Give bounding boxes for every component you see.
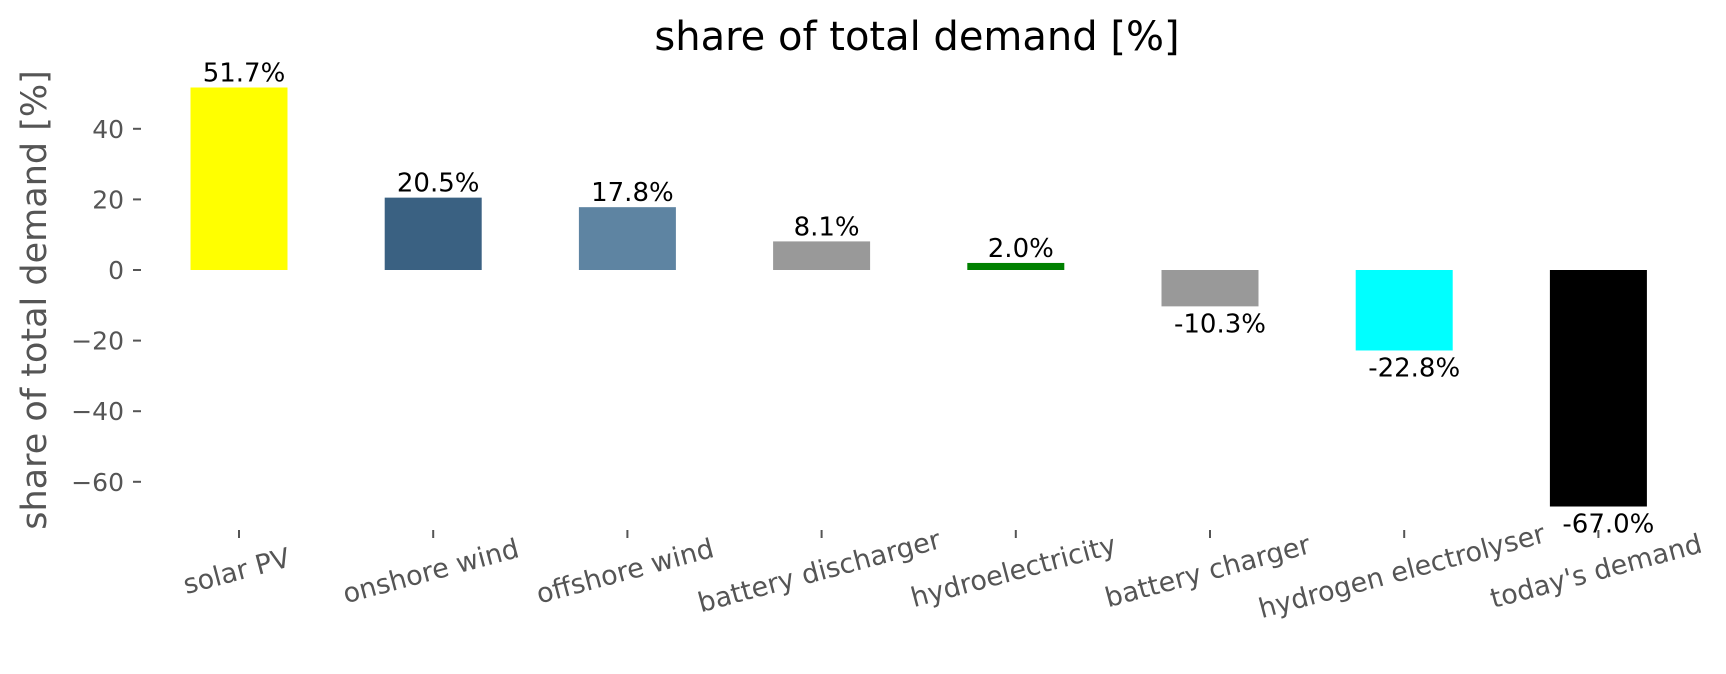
data-label: 51.7% xyxy=(203,58,286,88)
x-tick-label: onshore wind xyxy=(340,533,523,610)
y-tick-label: −20 xyxy=(71,327,124,356)
bars: 51.7% 20.5% 17.8% 8.1% 2.0% -10.3% -22.8% -67.0… xyxy=(190,58,1654,540)
bar xyxy=(578,207,676,270)
y-tick-label: 20 xyxy=(92,185,124,214)
x-tick-label: battery discharger xyxy=(695,524,945,619)
x-tick-label: solar PV xyxy=(180,543,294,601)
data-label: 17.8% xyxy=(591,178,674,208)
data-label: -67.0% xyxy=(1562,510,1654,540)
y-axis-label: share of total demand [%] xyxy=(15,70,55,530)
y-tick-label: −60 xyxy=(71,468,124,497)
bar xyxy=(1161,270,1259,307)
data-label: 2.0% xyxy=(988,234,1054,264)
data-label: -10.3% xyxy=(1174,309,1266,339)
bar xyxy=(1549,270,1647,507)
bar xyxy=(384,197,482,270)
bar xyxy=(967,262,1065,270)
chart-title: share of total demand [%] xyxy=(654,14,1179,60)
x-tick-label: offshore wind xyxy=(533,533,717,610)
y-tick-label: −40 xyxy=(71,397,124,426)
bar xyxy=(190,87,288,271)
data-label: -22.8% xyxy=(1368,353,1460,383)
data-label: 20.5% xyxy=(397,169,480,199)
y-tick-label: 0 xyxy=(108,256,124,285)
bar xyxy=(1355,270,1453,351)
data-label: 8.1% xyxy=(794,212,860,242)
bar xyxy=(773,241,871,270)
y-axis: 40 20 0 −20 −40 −60 xyxy=(71,115,141,497)
y-tick-label: 40 xyxy=(92,115,124,144)
